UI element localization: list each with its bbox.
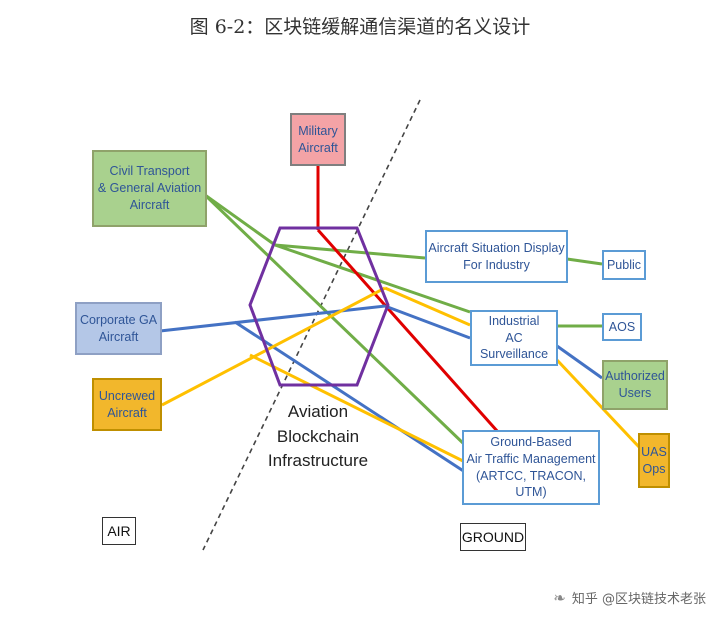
military-aircraft-node: Military Aircraft — [290, 113, 346, 166]
link-military-ground — [316, 229, 500, 433]
link-uncrewed-hub — [161, 286, 386, 407]
authorized-users-node: Authorized Users — [602, 360, 668, 410]
link-situation-public — [566, 257, 603, 266]
blockchain-infrastructure-label: Aviation Blockchain Infrastructure — [267, 402, 369, 471]
link-hub-industrial-blue — [384, 304, 471, 340]
ground-atm-node: Ground-Based Air Traffic Management (ART… — [462, 430, 600, 505]
uncrewed-aircraft-node: Uncrewed Aircraft — [92, 378, 162, 431]
link-corporate-hub — [159, 304, 386, 333]
link-civil-hub-situation — [274, 243, 426, 260]
blockchain-hexagon — [248, 226, 390, 387]
uas-ops-node: UAS Ops — [638, 433, 670, 488]
link-civil-ground-green — [203, 193, 467, 447]
watermark-text: 知乎 @区块链技术老张 — [571, 592, 706, 607]
link-industrial-authorized — [556, 344, 603, 380]
situation-display-node: Aircraft Situation Display For Industry — [425, 230, 568, 283]
aos-node: AOS — [602, 313, 642, 341]
corporate-ga-node: Corporate GA Aircraft — [75, 302, 162, 355]
link-hub-industrial-yellow — [384, 286, 471, 327]
link-civil-situation — [204, 193, 276, 247]
link-uncrewed-ground-yellow — [249, 353, 466, 464]
public-node: Public — [602, 250, 646, 280]
figure-caption: 图 6-2：区块链缓解通信渠道的名义设计 — [189, 16, 531, 38]
industrial-surveillance-node: Industrial AC Surveillance — [470, 310, 558, 366]
watermark: ❧ 知乎 @区块链技术老张 — [553, 588, 706, 608]
air-zone-label: AIR — [102, 517, 136, 545]
air-ground-divider — [202, 99, 421, 551]
ground-zone-label: GROUND — [460, 523, 526, 551]
watermark-icon: ❧ — [553, 588, 566, 607]
link-hub-industrial-green — [274, 243, 471, 314]
link-industrial-uas — [555, 358, 642, 450]
civil-aircraft-node: Civil Transport & General Aviation Aircr… — [92, 150, 207, 227]
